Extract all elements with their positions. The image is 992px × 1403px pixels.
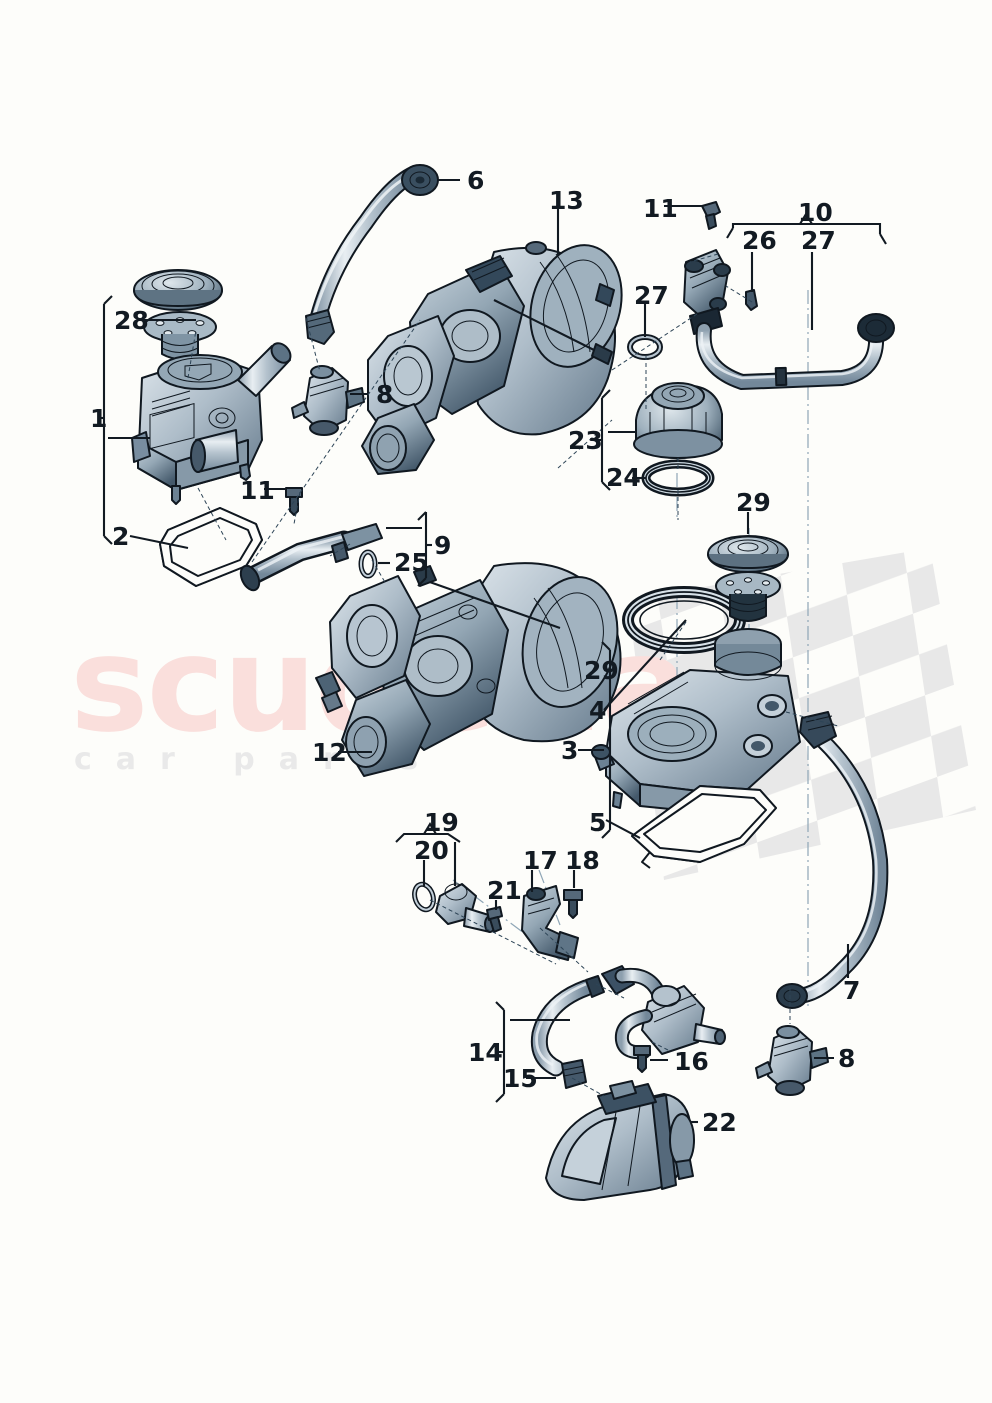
part-8-connector-upper [291,365,365,436]
part-9-coolant-pipe [239,487,383,592]
callout-10: 10 [798,198,833,227]
part-7-vacuum-line [776,711,889,1009]
callout-3: 3 [561,736,579,765]
callout-11-top: 11 [643,194,678,223]
callout-27-left: 27 [634,281,669,310]
callout-23: 23 [568,426,603,455]
part-13-turbocharger [361,241,623,475]
callout-29-top: 29 [736,488,771,517]
part-21-bolt [486,906,503,933]
callout-4: 4 [589,696,607,725]
callout-26: 26 [742,226,777,255]
callout-17: 17 [523,846,558,875]
callout-rules [98,178,887,1124]
callout-11-pipe: 11 [240,476,275,505]
part-8-connector-lower [755,1025,829,1096]
part-25-o-ring [358,549,378,579]
callout-7: 7 [843,976,861,1005]
callout-20: 20 [414,836,449,865]
part-29-relief-valve [707,535,789,622]
leader-lines [187,253,839,1097]
part-19-sensor [412,881,503,933]
callout-1: 1 [90,404,108,433]
callout-22: 22 [702,1108,737,1137]
callout-2: 2 [112,522,130,551]
callout-27-right: 27 [801,226,836,255]
callout-24: 24 [606,463,641,492]
callout-21: 21 [487,876,522,905]
part-22-intake-duct [545,1080,695,1201]
callout-15: 15 [503,1064,538,1093]
callout-12: 12 [312,738,347,767]
callout-13: 13 [549,186,584,215]
callout-18: 18 [565,846,600,875]
callout-8-lower: 8 [838,1044,856,1073]
part-27-seal-ring [627,334,663,360]
callout-25: 25 [394,548,429,577]
part-17-bracket [521,885,579,961]
callout-6: 6 [467,166,485,195]
part-16-bolt [633,1045,651,1073]
part-23-filler-cap [633,382,723,460]
part-11-bolt-top [701,201,721,230]
part-1-coolant-pump [131,342,292,505]
callout-9: 9 [434,531,452,560]
part-3-oil-separator [591,628,801,817]
callout-5: 5 [589,808,607,837]
part-6-coolant-hose [305,164,439,345]
part-26-clip [745,289,758,311]
callout-16: 16 [674,1047,709,1076]
part-5-separator-gasket [631,785,777,869]
part-18-bolt [563,889,583,919]
part-10-oil-supply-line [683,201,895,391]
callout-28: 28 [114,306,149,335]
part-14-vacuum-hose-valve [530,965,726,1089]
part-12-turbocharger [315,562,622,777]
part-28-thermostat [133,269,223,360]
callout-8-upper: 8 [376,380,394,409]
callout-29-lower: 29 [584,656,619,685]
callout-19: 19 [424,808,459,837]
callout-14: 14 [468,1038,503,1067]
part-15-hose-clamp [561,1059,587,1089]
